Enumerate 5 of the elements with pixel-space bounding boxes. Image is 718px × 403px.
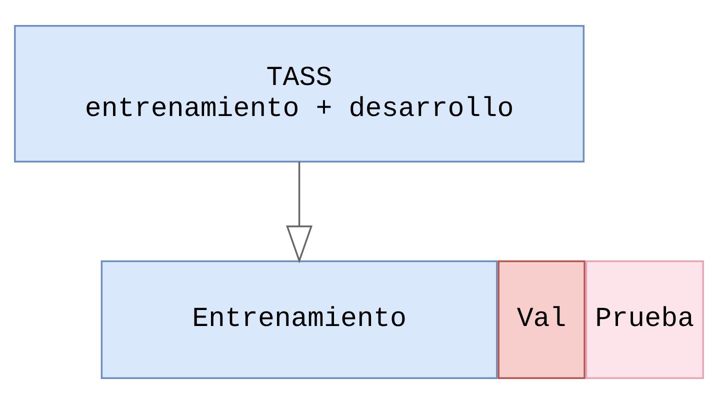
node-box: Prueba (585, 260, 704, 378)
node-box: Entrenamiento (100, 260, 498, 378)
node-box: TASS entrenamiento + desarrollo (14, 24, 585, 162)
arrow (286, 161, 313, 263)
node-box: Val (498, 260, 586, 378)
